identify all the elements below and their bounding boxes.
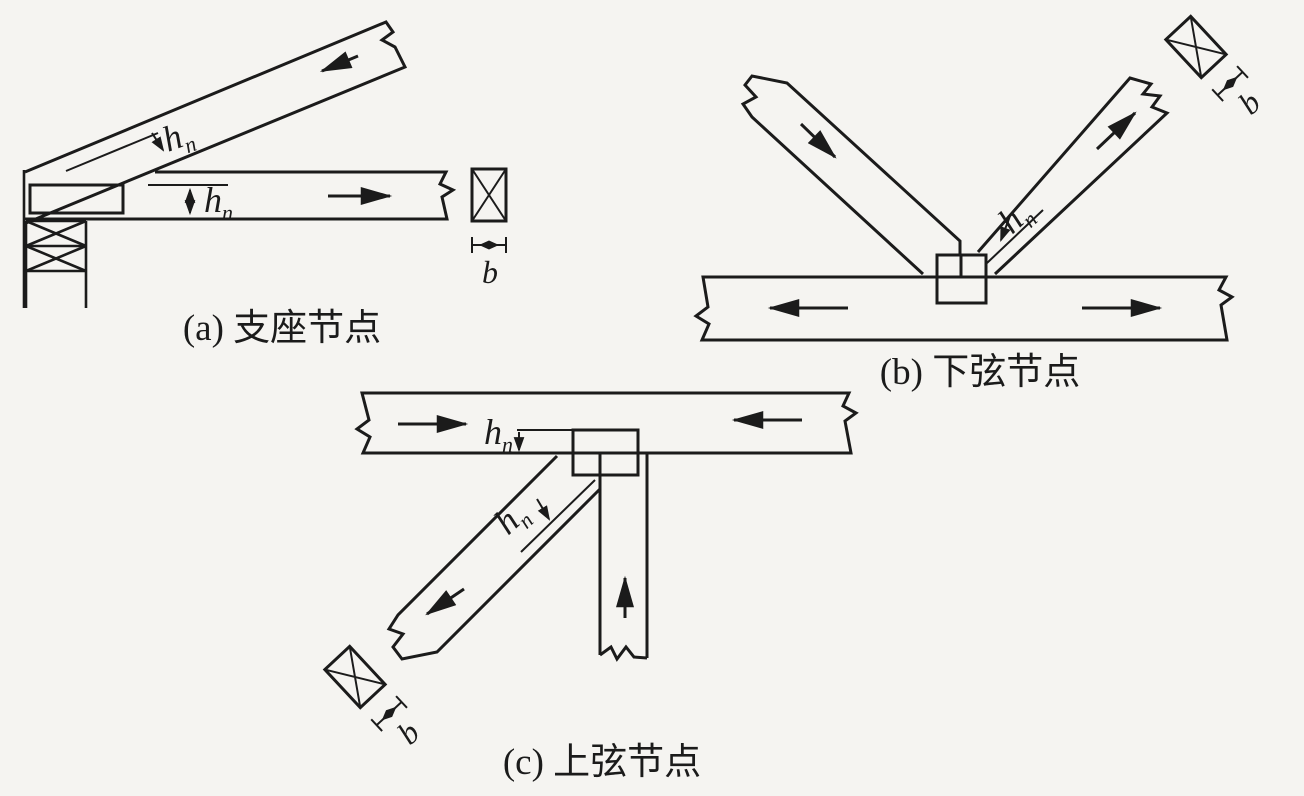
notch-line	[520, 479, 596, 553]
top-chord-member	[354, 391, 859, 455]
caption-a: (a) 支座节点	[183, 307, 381, 349]
section-x-icon	[324, 646, 386, 708]
force-arrow	[1095, 111, 1137, 151]
support-column	[22, 170, 88, 308]
left-web-member	[740, 74, 962, 276]
caption-b: (b) 下弦节点	[880, 352, 1080, 393]
width-dimension-label: b	[482, 254, 498, 290]
force-arrow	[799, 122, 837, 159]
notch-line	[986, 209, 1044, 264]
bottom-chord-joint-diagram: hn b (b) 下弦节点	[693, 14, 1267, 393]
tie-beam-member	[24, 170, 457, 221]
cross-section-symbol: b	[1163, 14, 1267, 121]
top-chord-joint-diagram: hn hn b (c) 上弦节点	[322, 391, 859, 783]
cross-brace-icon	[25, 219, 87, 273]
diagonal-web-member	[386, 454, 602, 661]
notch-tick-arrow	[536, 498, 551, 521]
bottom-chord-member	[693, 275, 1235, 342]
notch-block	[28, 183, 125, 215]
width-dimension-label: b	[390, 714, 426, 751]
joint-box	[571, 428, 640, 477]
dimension-diamond-icon	[479, 240, 499, 250]
notch-line	[65, 132, 159, 172]
cross-section-symbol: b	[322, 644, 426, 751]
force-arrow	[319, 51, 359, 73]
support-joint-diagram: hn hn b (a) 支座节点	[22, 20, 508, 349]
break-symbol	[599, 644, 648, 662]
section-x-icon	[471, 168, 507, 222]
rafter-member	[24, 20, 408, 225]
notch-depth-label: hn	[204, 180, 233, 225]
right-web-member	[976, 76, 1170, 276]
force-arrow	[425, 587, 465, 616]
notch-depth-label: hn	[484, 412, 513, 457]
notch-depth-label: hn	[157, 112, 200, 164]
width-dimension-label: b	[1231, 84, 1267, 121]
caption-c: (c) 上弦节点	[503, 742, 701, 783]
dimension-diamond-icon	[1222, 76, 1238, 91]
joint-box	[935, 253, 988, 305]
section-x-icon	[1165, 16, 1227, 78]
notch-tick-arrow	[1000, 215, 1011, 243]
notch-tick-arrow	[151, 132, 165, 152]
dimension-diamond-icon	[381, 706, 397, 721]
vertical-post-member	[598, 453, 649, 662]
cross-section-symbol: b	[470, 167, 508, 290]
